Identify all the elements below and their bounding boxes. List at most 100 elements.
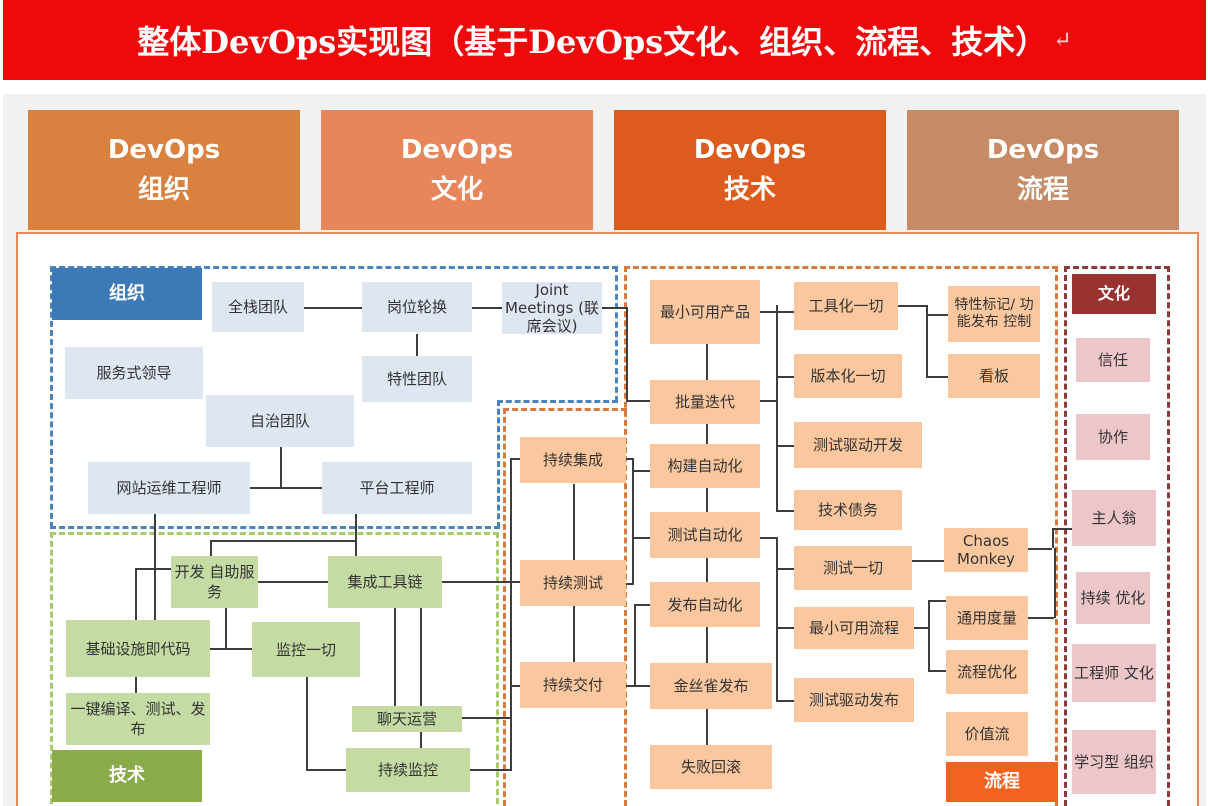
connector: [304, 307, 362, 309]
connector: [634, 604, 636, 686]
connector: [306, 769, 346, 771]
connector: [472, 307, 502, 309]
node-fullstack-team: 全栈团队: [212, 282, 304, 332]
connector: [394, 607, 396, 707]
process-region-step: [503, 408, 627, 806]
connector: [776, 445, 794, 447]
node-build-automation: 构建自动化: [650, 444, 760, 488]
org-region-step: [497, 400, 618, 528]
node-joint-meetings: Joint Meetings (联席会议): [502, 281, 602, 335]
section-label-process: 流程: [946, 762, 1058, 802]
connector: [1028, 548, 1052, 550]
connector: [928, 600, 946, 602]
node-release-automation: 发布自动化: [650, 582, 760, 627]
page-title: 整体DevOps实现图（基于DevOps文化、组织、流程、技术）: [137, 23, 1048, 61]
connector: [706, 424, 708, 444]
connector: [135, 677, 137, 693]
connector: [154, 514, 156, 620]
connector: [510, 458, 512, 770]
node-chatops: 聊天运营: [352, 706, 462, 732]
section-label-tech: 技术: [52, 750, 202, 802]
node-continuous-monitoring: 持续监控: [346, 748, 470, 792]
connector: [510, 458, 520, 460]
node-test-everything: 测试一切: [794, 546, 912, 590]
connector: [135, 568, 171, 570]
node-continuous-optimization: 持续 优化: [1076, 572, 1150, 624]
node-learning-organization: 学习型 组织: [1072, 730, 1156, 794]
org-region: [50, 266, 618, 528]
node-feature-team: 特性团队: [362, 356, 472, 402]
node-batch-iteration: 批量迭代: [650, 380, 760, 424]
node-tdd: 测试驱动开发: [794, 422, 922, 468]
node-ownership: 主人翁: [1072, 490, 1156, 546]
node-flow-optimization: 流程优化: [946, 650, 1028, 694]
connector: [624, 583, 634, 585]
connector: [776, 305, 778, 511]
node-continuous-integration: 持续集成: [520, 437, 626, 483]
return-icon: ↵: [1053, 27, 1072, 53]
connector: [573, 606, 575, 662]
connector: [280, 447, 282, 487]
node-feature-flag: 特性标记/ 功能发布 控制: [948, 286, 1040, 342]
tech-region: [50, 532, 499, 804]
connector: [776, 537, 778, 701]
node-failure-rollback: 失败回滚: [650, 745, 772, 789]
node-platform-engineer: 平台工程师: [322, 462, 472, 514]
connector: [776, 510, 794, 512]
connector: [926, 314, 948, 316]
connector: [250, 487, 322, 489]
connector: [602, 307, 626, 309]
connector: [462, 717, 512, 719]
node-minimum-viable-process: 最小可用流程: [794, 607, 914, 649]
connector: [1054, 548, 1056, 618]
node-engineer-culture: 工程师 文化: [1072, 644, 1156, 702]
node-tool-everything: 工具化一切: [794, 282, 898, 330]
node-version-everything: 版本化一切: [794, 354, 902, 398]
connector: [706, 488, 708, 512]
org-region-right: [50, 266, 618, 402]
node-collaboration: 协作: [1076, 414, 1150, 460]
connector: [1028, 617, 1054, 619]
connector: [706, 558, 708, 582]
connector: [1052, 528, 1054, 548]
node-test-driven-release: 测试驱动发布: [794, 678, 914, 722]
node-servant-leadership: 服务式领导: [65, 347, 203, 399]
node-autonomous-team: 自治团队: [206, 395, 354, 447]
connector: [898, 305, 926, 307]
node-infrastructure-as-code: 基础设施即代码: [66, 620, 210, 677]
connector: [632, 537, 650, 539]
connector: [416, 334, 418, 364]
connector: [928, 600, 930, 670]
connector: [470, 769, 512, 771]
connector: [355, 514, 357, 556]
connector: [225, 607, 227, 649]
node-sre: 网站运维工程师: [88, 462, 250, 514]
connector: [210, 540, 212, 556]
node-value-stream: 价值流: [946, 712, 1028, 756]
connector: [306, 677, 308, 770]
page-title-banner: 整体DevOps实现图（基于DevOps文化、组织、流程、技术）↵: [3, 0, 1206, 80]
node-continuous-delivery: 持续交付: [520, 662, 626, 708]
node-common-metrics: 通用度量: [946, 596, 1028, 640]
connector: [776, 627, 794, 629]
connector: [632, 458, 634, 584]
connector: [1052, 528, 1072, 530]
connector: [776, 700, 794, 702]
connector: [626, 307, 628, 401]
node-dev-self-service: 开发 自助服务: [171, 556, 258, 608]
connector: [926, 376, 948, 378]
connector: [573, 484, 575, 560]
section-label-culture: 文化: [1072, 274, 1156, 314]
connector: [510, 685, 520, 687]
connector: [776, 376, 794, 378]
connector: [914, 627, 928, 629]
connector: [706, 709, 708, 745]
connector: [632, 470, 650, 472]
connector: [210, 540, 356, 542]
connector: [624, 458, 634, 460]
section-label-org: 组织: [52, 268, 202, 320]
connector: [624, 685, 650, 687]
node-kanban: 看板: [948, 354, 1040, 398]
